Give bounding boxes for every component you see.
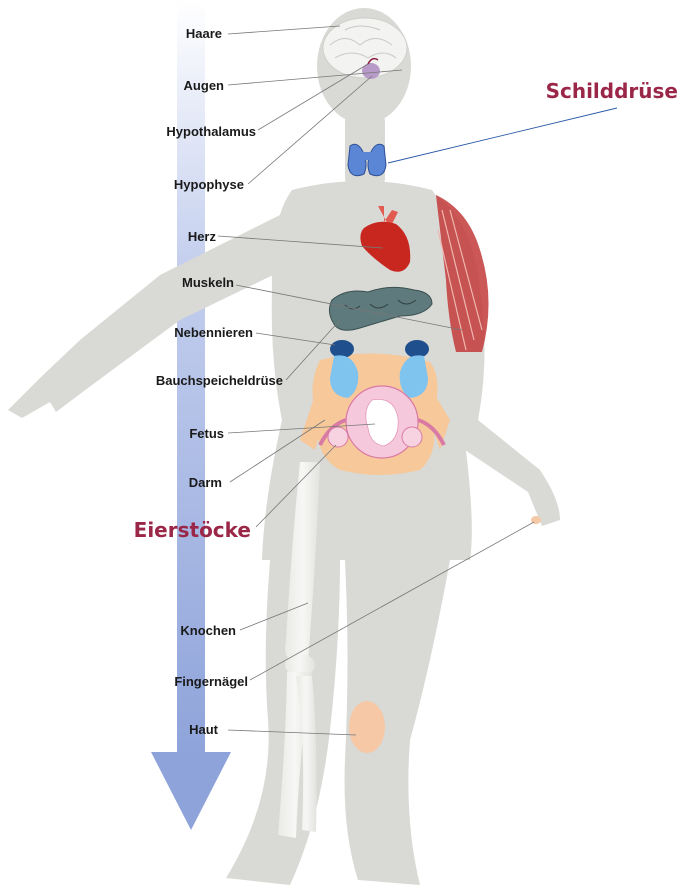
label-hypophyse: Hypophyse bbox=[174, 177, 244, 192]
label-eierstoecke: Eierstöcke bbox=[134, 518, 251, 542]
label-fetus: Fetus bbox=[189, 426, 224, 441]
label-nebennieren: Nebennieren bbox=[174, 325, 253, 340]
label-muskeln: Muskeln bbox=[182, 275, 234, 290]
leader-haare bbox=[228, 26, 340, 34]
label-hypothalamus: Hypothalamus bbox=[166, 124, 256, 139]
label-schilddruese: Schilddrüse bbox=[546, 79, 678, 103]
brain bbox=[323, 18, 407, 79]
skin-patch bbox=[349, 701, 385, 753]
label-haut: Haut bbox=[189, 722, 219, 737]
label-knochen: Knochen bbox=[180, 623, 236, 638]
label-bauchspeicheldruese: Bauchspeicheldrüse bbox=[156, 373, 283, 388]
label-darm: Darm bbox=[189, 475, 222, 490]
label-haare: Haare bbox=[186, 26, 222, 41]
leader-schilddruese bbox=[388, 108, 617, 163]
label-herz: Herz bbox=[188, 229, 217, 244]
label-augen: Augen bbox=[184, 78, 225, 93]
label-fingernaegel: Fingernägel bbox=[174, 674, 248, 689]
